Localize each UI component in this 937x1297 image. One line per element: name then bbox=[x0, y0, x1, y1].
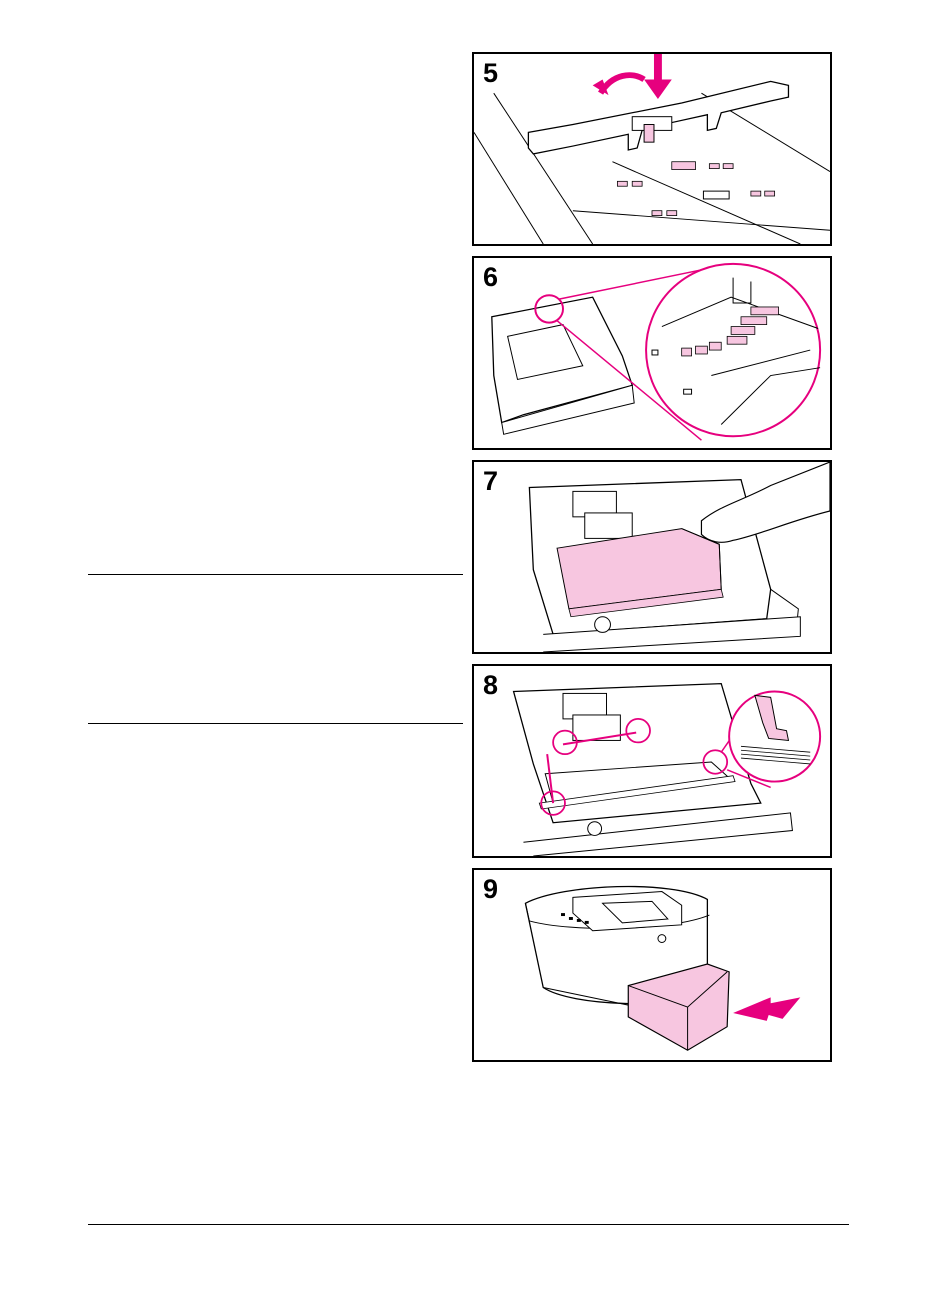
step-6-number: 6 bbox=[483, 262, 498, 293]
step-5-panel: 5 bbox=[472, 52, 832, 246]
tray-paper-stop-illustration bbox=[474, 54, 830, 244]
insert-tray-illustration bbox=[474, 870, 830, 1060]
step-5-number: 5 bbox=[483, 58, 498, 89]
step-7-panel: 7 bbox=[472, 460, 832, 654]
step-6-panel: 6 bbox=[472, 256, 832, 450]
tray-size-markings-illustration bbox=[474, 258, 830, 448]
paper-under-tabs-illustration bbox=[474, 666, 830, 856]
step-9-number: 9 bbox=[483, 874, 498, 905]
step-8-panel: 8 bbox=[472, 664, 832, 858]
load-paper-illustration bbox=[474, 462, 830, 652]
step-8-number: 8 bbox=[483, 670, 498, 701]
left-rule-top bbox=[88, 574, 463, 575]
step-7-number: 7 bbox=[483, 466, 498, 497]
step-9-panel: 9 bbox=[472, 868, 832, 1062]
left-rule-bottom bbox=[88, 723, 463, 724]
footer-rule bbox=[88, 1224, 849, 1225]
